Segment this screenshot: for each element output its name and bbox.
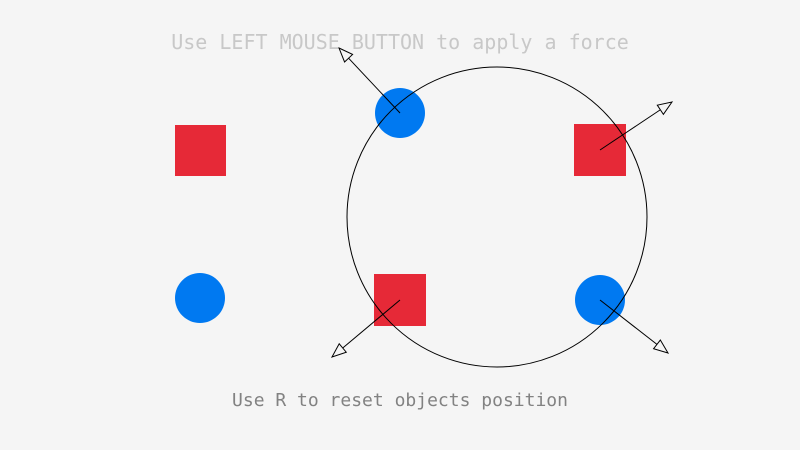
instruction-reset-objects: Use R to reset objects position (232, 390, 568, 411)
instruction-apply-force: Use LEFT MOUSE BUTTON to apply a force (171, 30, 629, 54)
force-arrow-top-left-shaft (348, 57, 401, 114)
force-arrow-bottom-left-shaft (342, 299, 401, 349)
force-arrow-bottom-right-head (652, 339, 670, 354)
force-arrow-top-left-head (338, 47, 354, 63)
force-arrow-top-right-shaft (599, 109, 661, 151)
force-arrow-bottom-left-head (330, 342, 348, 358)
force-arrow-bottom-right-shaft (599, 299, 658, 345)
force-arrow-top-right-head (656, 101, 674, 116)
physics-object-blue-circle-left[interactable] (175, 273, 225, 323)
physics-object-red-square-left[interactable] (175, 125, 226, 176)
boundary-circle (346, 66, 648, 368)
